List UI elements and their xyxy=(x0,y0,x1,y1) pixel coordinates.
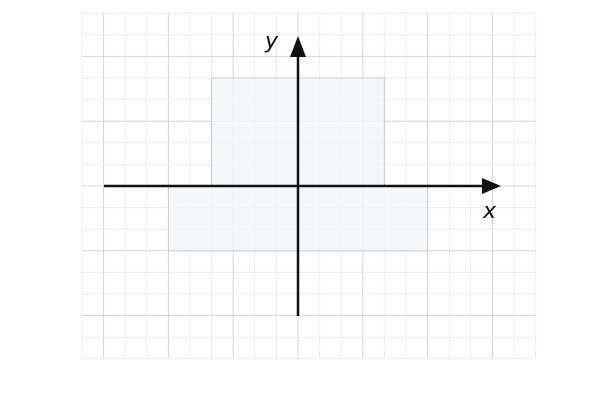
x-axis-arrowhead xyxy=(482,178,501,194)
axes: x y xyxy=(104,29,501,316)
x-axis-label: x xyxy=(482,199,497,224)
y-axis-arrowhead xyxy=(290,36,306,57)
y-axis-label: y xyxy=(264,29,279,54)
